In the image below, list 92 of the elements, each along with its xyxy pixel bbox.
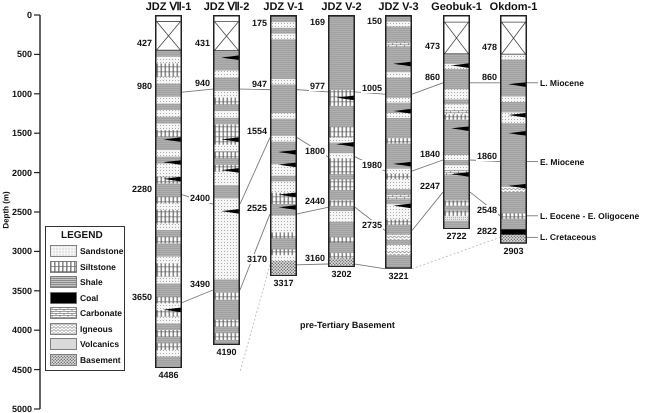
depth-label: 3650	[130, 292, 153, 302]
axis-tick-label: 2000	[12, 168, 32, 178]
depth-label: 1800	[304, 146, 326, 156]
depth-label: 150	[366, 16, 383, 26]
legend-label: Shale	[80, 277, 103, 287]
formation-label: L. Eocene - E. Oligocene	[540, 210, 640, 221]
axis-tick-label: 500	[16, 49, 32, 60]
correlation-line	[412, 160, 444, 172]
correlation-line	[526, 236, 538, 238]
correlation-line	[240, 88, 270, 90]
depth-label: 427	[136, 38, 153, 48]
axis-tick-label: 3000	[12, 246, 32, 256]
depth-label: 3160	[304, 253, 326, 263]
formation-label: L. Cretaceous	[540, 232, 596, 242]
axis-tick-label: 0	[26, 10, 32, 20]
formation-label: E. Miocene	[540, 156, 584, 167]
depth-label: 860	[424, 72, 441, 82]
legend-label: Basement	[80, 354, 121, 364]
axis-tick-label: 4500	[12, 364, 32, 375]
correlation-line	[240, 137, 270, 205]
depth-label: 940	[194, 78, 211, 88]
legend-title: LEGEND	[61, 230, 103, 242]
legend-label: Carbonate	[80, 308, 122, 318]
depth-label: 1005	[360, 83, 383, 94]
legend-label: Igneous	[80, 324, 113, 334]
correlation-line	[354, 92, 386, 95]
depth-label: 2280	[130, 184, 153, 194]
well-name: JDZ V-2	[321, 1, 362, 13]
correlation-line	[296, 264, 328, 266]
depth-label: 1554	[246, 126, 268, 136]
depth-label: 977	[308, 80, 326, 91]
depth-label: 4486	[158, 370, 179, 380]
legend-label: Coal	[80, 292, 98, 302]
correlation-line	[412, 192, 444, 231]
depth-label: 169	[308, 17, 326, 28]
correlation-line	[296, 89, 328, 92]
depth-label: 3170	[246, 254, 268, 264]
depth-label: 2735	[360, 220, 383, 230]
correlation-line	[354, 264, 386, 270]
well-name: JDZ V-1	[263, 1, 304, 13]
correlation-line	[296, 206, 328, 214]
legend-label: Sandstone	[80, 246, 124, 256]
depth-label: 3490	[188, 279, 211, 289]
axis-tick-label: 2500	[12, 207, 32, 217]
correlation-line	[240, 264, 270, 372]
depth-label: 2548	[476, 204, 498, 215]
axis-tick-label: 1500	[12, 128, 32, 138]
depth-label: 2722	[446, 231, 467, 242]
well-name: JDZ V-3	[378, 1, 419, 13]
axis-tick-label: 3500	[12, 286, 32, 296]
depth-label: 175	[250, 18, 268, 28]
correlation-line	[182, 290, 214, 304]
correlation-line	[240, 214, 270, 290]
depth-label: 431	[194, 38, 211, 48]
well-name: JDZ Ⅶ-2	[204, 1, 250, 13]
formation-label: L. Miocene	[540, 78, 584, 88]
depth-label: 2247	[418, 181, 441, 192]
correlation-line	[526, 161, 538, 162]
correlation-line	[470, 82, 500, 84]
depth-label: 1840	[418, 148, 441, 159]
depth-label: 473	[424, 41, 441, 52]
depth-label: 2525	[246, 202, 268, 213]
legend-label: Siltstone	[80, 262, 116, 272]
correlation-line	[526, 82, 538, 84]
correlation-line	[412, 236, 500, 270]
axis-tick-label: 4000	[12, 325, 32, 336]
depth-label: 1980	[360, 160, 383, 170]
legend-label: Volcanics	[80, 339, 120, 349]
depth-label: 2903	[503, 246, 524, 256]
depth-label: 2440	[304, 196, 326, 206]
correlation-line	[412, 82, 444, 95]
axis-tick-label: 5000	[12, 404, 32, 413]
depth-label: 3317	[273, 278, 294, 288]
correlation-line	[470, 160, 500, 162]
axis-tick-label: 1000	[12, 88, 32, 99]
depth-label: 1860	[476, 150, 498, 161]
depth-label: 2822	[476, 226, 498, 236]
depth-label: 980	[136, 81, 153, 92]
depth-label: 3221	[388, 270, 409, 281]
depth-label: 947	[250, 78, 268, 89]
annotation-text: pre-Tertiary Basement	[300, 320, 395, 330]
correlation-line	[526, 215, 538, 216]
well-name: Geobuk-1	[431, 1, 482, 13]
depth-label: 860	[480, 72, 498, 82]
depth-label: 3202	[331, 269, 352, 280]
depth-label: 2400	[188, 193, 211, 204]
well-name: Okdom-1	[490, 1, 538, 13]
axis-title: Depth (m)	[2, 191, 12, 229]
depth-label: 478	[480, 42, 498, 52]
correlation-line	[182, 88, 214, 93]
depth-label: 4190	[216, 347, 237, 358]
well-name: JDZ Ⅶ-1	[146, 1, 192, 13]
